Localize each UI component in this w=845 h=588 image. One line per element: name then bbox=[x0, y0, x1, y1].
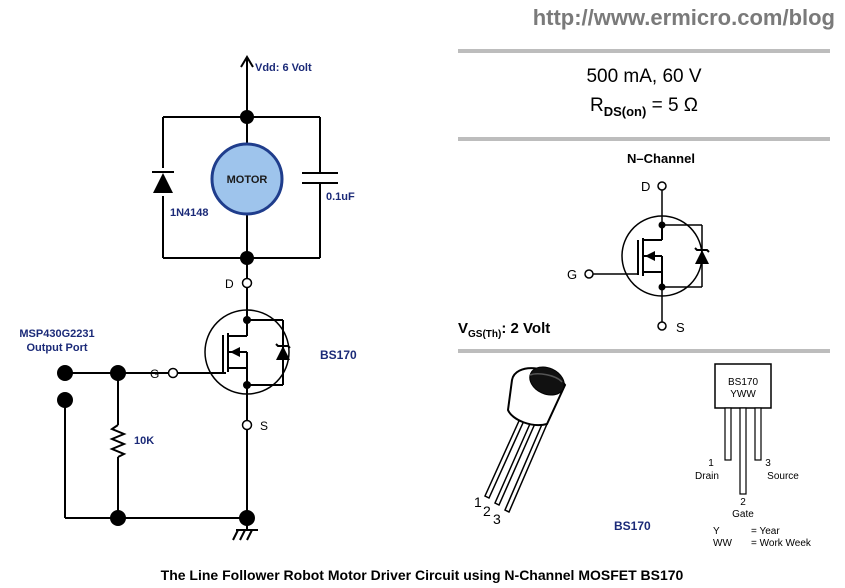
figure-caption: The Line Follower Robot Motor Driver Cir… bbox=[161, 567, 684, 583]
motor-label: MOTOR bbox=[227, 174, 268, 186]
legend-ww-value: = Work Week bbox=[751, 538, 812, 549]
legend-year-key: Y bbox=[713, 526, 720, 537]
mcu-label-1: MSP430G2231 bbox=[19, 328, 94, 340]
mcu-label-2: Output Port bbox=[26, 342, 87, 354]
legend-year-value: = Year bbox=[751, 526, 780, 537]
marking-line-2: YWW bbox=[730, 389, 756, 400]
pin1-name: Drain bbox=[695, 471, 719, 482]
source-pin-label: S bbox=[260, 419, 268, 433]
package-pin-2: 2 bbox=[483, 503, 491, 519]
spec-drain-label: D bbox=[641, 179, 650, 194]
marking-line-1: BS170 bbox=[728, 377, 758, 388]
n-channel-symbol bbox=[584, 181, 710, 331]
circuit-terminals bbox=[167, 277, 253, 431]
package-part-label: BS170 bbox=[614, 519, 651, 533]
spec-gate-label: G bbox=[567, 267, 577, 282]
rds-on-text: RDS(on) = 5 Ω bbox=[590, 95, 698, 119]
pin1-number: 1 bbox=[708, 458, 714, 469]
diode-label: 1N4148 bbox=[170, 207, 209, 219]
circuit-junctions bbox=[57, 110, 255, 526]
gate-pin-label: G bbox=[150, 367, 159, 381]
divider-top bbox=[458, 49, 830, 53]
motor-driver-circuit bbox=[64, 55, 338, 541]
package-pin-1: 1 bbox=[474, 494, 482, 510]
capacitor-gap bbox=[314, 174, 326, 182]
to92-package-drawing bbox=[484, 366, 567, 514]
diode-symbol bbox=[152, 168, 174, 196]
blog-url: http://www.ermicro.com/blog bbox=[533, 5, 835, 30]
pin3-number: 3 bbox=[765, 458, 771, 469]
mosfet-label: BS170 bbox=[320, 348, 357, 362]
supply-label: Vdd: 6 Volt bbox=[255, 62, 312, 74]
pin3-name: Source bbox=[767, 471, 799, 482]
drain-pin-label: D bbox=[225, 277, 234, 291]
rating-text: 500 mA, 60 V bbox=[586, 66, 701, 87]
motor-symbol bbox=[210, 142, 284, 216]
capacitor-label: 0.1uF bbox=[326, 191, 355, 203]
package-pin-3: 3 bbox=[493, 511, 501, 527]
channel-label: N–Channel bbox=[627, 151, 695, 166]
divider-bottom bbox=[458, 349, 830, 353]
legend-ww-key: WW bbox=[713, 538, 732, 549]
vgs-th-text: VGS(Th): 2 Volt bbox=[458, 320, 550, 340]
pin2-number: 2 bbox=[740, 497, 746, 508]
mosfet-symbol bbox=[204, 309, 291, 395]
pin2-name: Gate bbox=[732, 509, 754, 520]
spec-source-label: S bbox=[676, 320, 685, 335]
package-marking-drawing bbox=[714, 363, 772, 495]
divider-mid bbox=[458, 137, 830, 141]
resistor-label: 10K bbox=[134, 435, 154, 447]
